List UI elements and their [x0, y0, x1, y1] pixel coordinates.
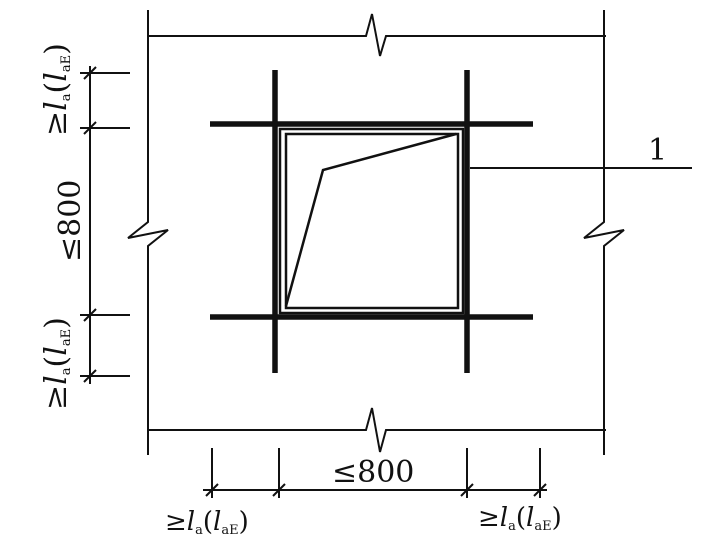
left-tick-4	[83, 369, 97, 383]
opening-break-symbol	[284, 132, 457, 307]
anchor-label-top-left: ≥la(laE)	[39, 43, 74, 136]
callout-number: 1	[648, 133, 667, 168]
bottom-tick-1	[205, 483, 219, 497]
left-tick-1	[83, 66, 97, 80]
bottom-tick-4	[533, 483, 547, 497]
left-break-line	[127, 10, 169, 455]
bottom-tick-3	[460, 483, 474, 497]
bottom-dimension: ≤800 ≥la(laE) ≥la(laE)	[165, 448, 562, 538]
anchor-label-bottom-left: ≥la(laE)	[39, 317, 74, 410]
left-dimension: ≥la(laE) ≤800 ≥la(laE)	[39, 43, 130, 410]
left-tick-3	[83, 308, 97, 322]
additional-bars	[210, 70, 533, 373]
right-break-line	[583, 10, 625, 455]
bottom-tick-2	[272, 483, 286, 497]
opening-inner-edge	[284, 132, 460, 310]
top-break-line	[148, 13, 606, 57]
left-tick-2	[83, 121, 97, 135]
bottom-break-line	[148, 407, 606, 453]
anchor-label-bottom-a: ≥la(laE)	[165, 507, 249, 538]
spacing-label-bottom: ≤800	[332, 455, 414, 490]
opening-outer-edge	[278, 127, 465, 315]
callout-1: 1	[470, 133, 692, 169]
spacing-label-left: ≤800	[53, 180, 88, 262]
member-outline	[127, 10, 625, 455]
opening	[278, 127, 465, 315]
anchor-label-bottom-b: ≥la(laE)	[478, 503, 562, 534]
